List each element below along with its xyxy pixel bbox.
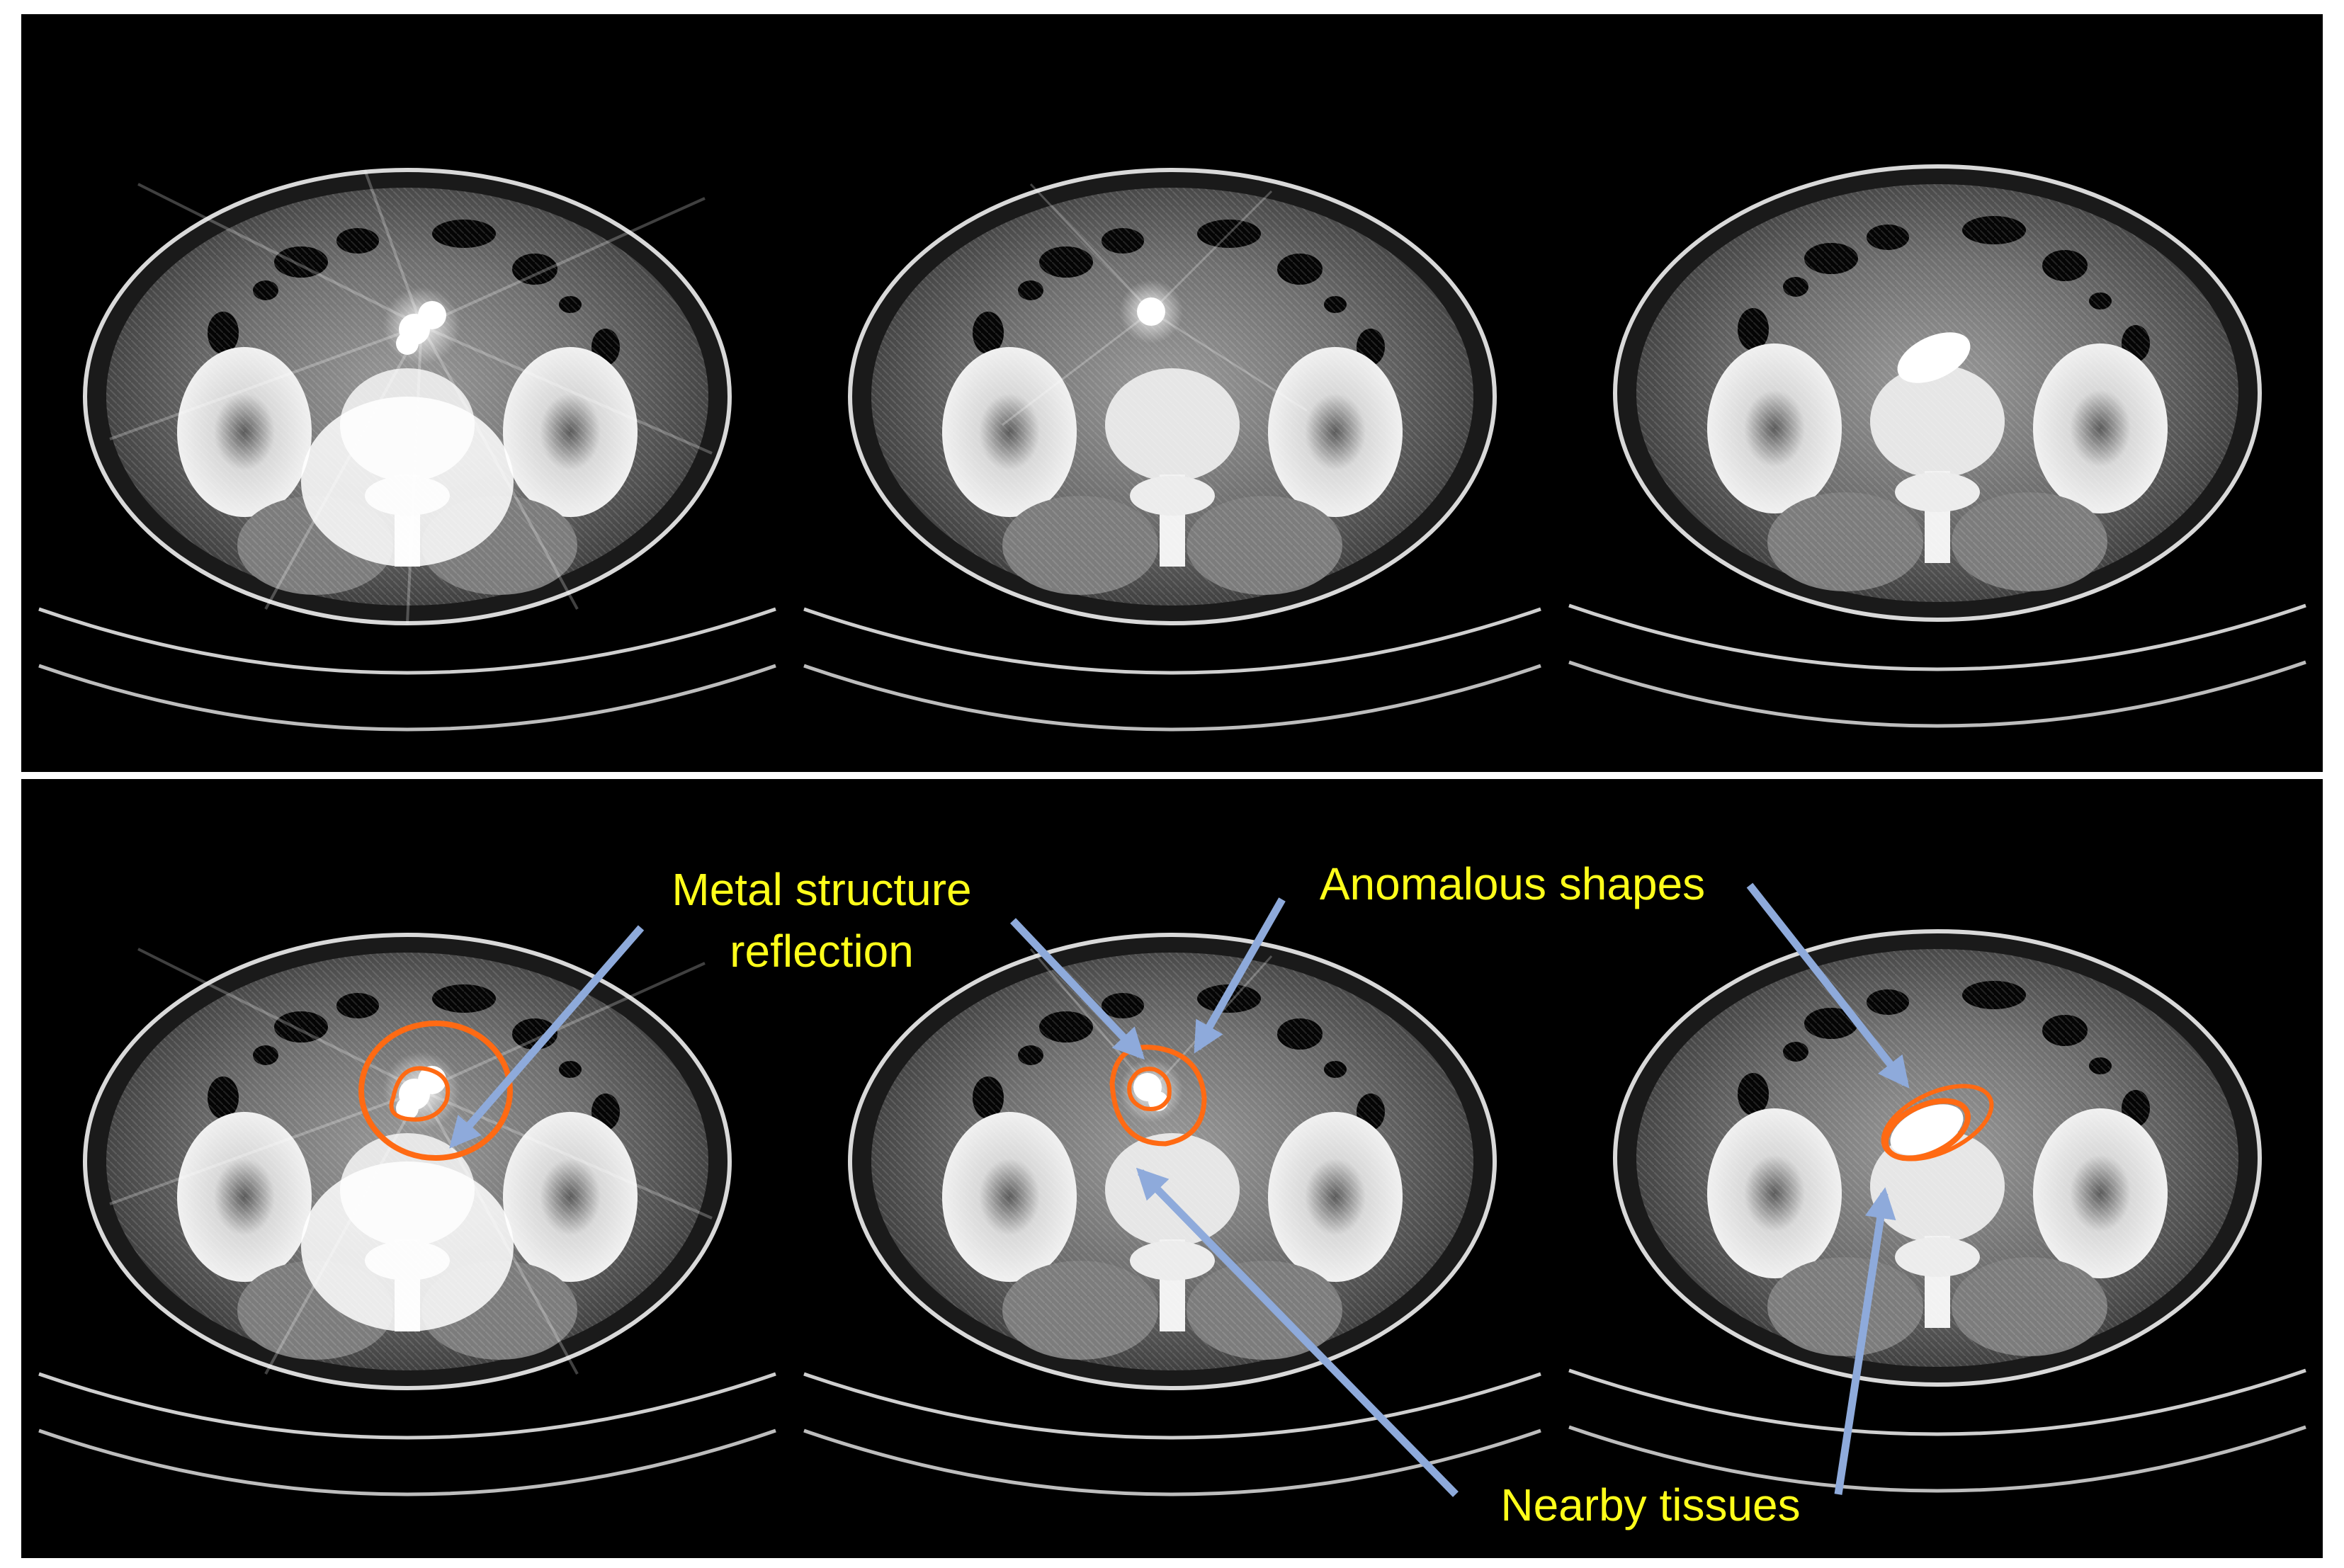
arrow-anomalous-right — [1746, 882, 1910, 1089]
ct-slice-bottom-right — [1569, 931, 2306, 1491]
arrow-nearby-middle — [1136, 1167, 1459, 1497]
ct-slice-top-left — [39, 170, 776, 729]
arrow-anomalous-middle — [1194, 897, 1286, 1054]
label-metal-structure-line1: Metal structure — [672, 864, 971, 915]
label-nearby-tissues: Nearby tissues — [1500, 1479, 1800, 1530]
ct-slice-top-middle — [804, 170, 1541, 729]
label-metal-structure-line2: reflection — [730, 926, 914, 977]
contour-inner — [1127, 1067, 1172, 1111]
ct-slice-top-right — [1569, 166, 2306, 726]
contour-outer — [358, 1021, 513, 1161]
contour-inner — [389, 1066, 451, 1122]
ct-slice-bottom-middle — [804, 935, 1541, 1494]
ct-slice-bottom-left — [39, 935, 776, 1494]
contour-inner — [1883, 1098, 1971, 1161]
arrow-metal-middle — [1010, 918, 1145, 1060]
arrow-nearby-right — [1834, 1187, 1896, 1495]
label-anomalous-shapes: Anomalous shapes — [1320, 858, 1705, 909]
arrow-metal-left — [449, 925, 645, 1149]
annotation-arrows — [449, 882, 1910, 1497]
